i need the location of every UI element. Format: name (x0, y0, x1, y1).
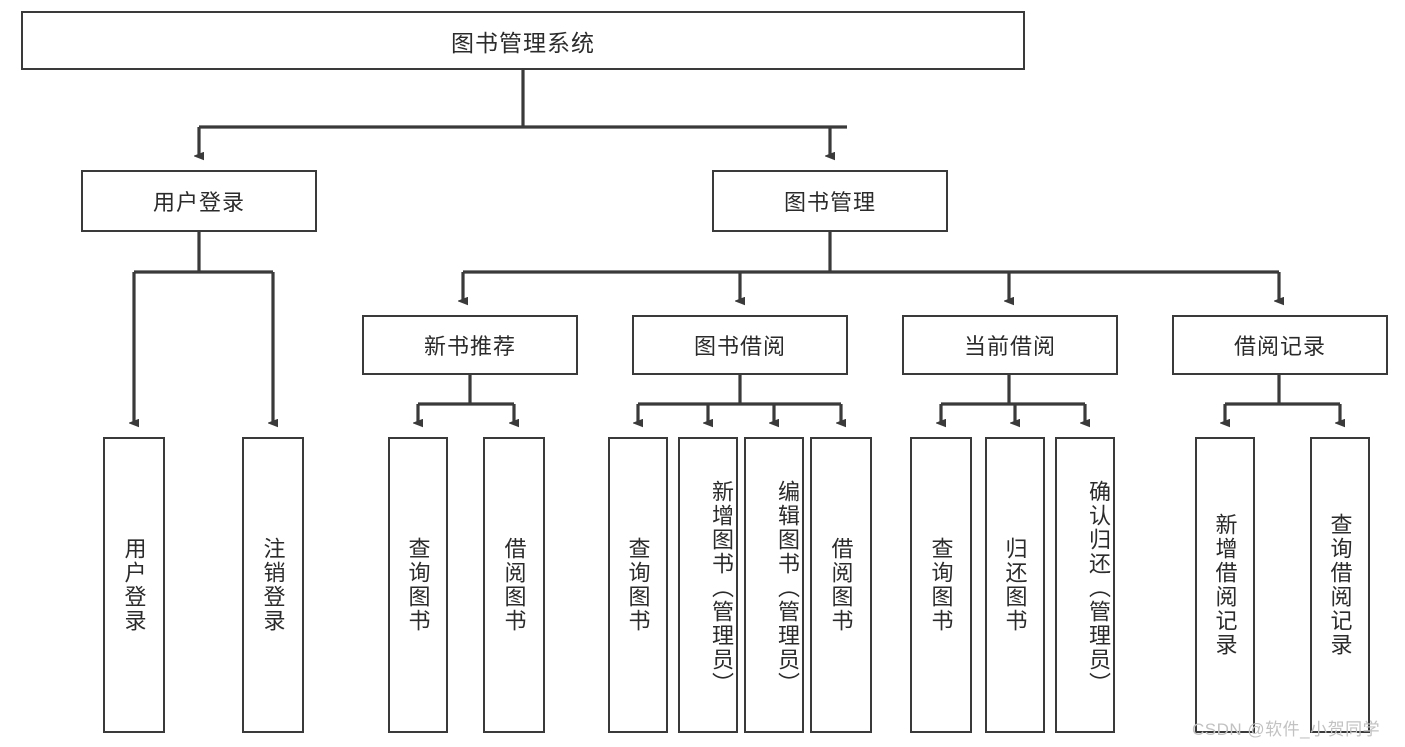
leaf-query-book-recommend-label: 查询图书 (405, 537, 431, 633)
leaf-user-login-label: 用户登录 (121, 537, 147, 633)
leaf-user-logout-label: 注销登录 (260, 537, 286, 633)
leaf-return-book: 归还图书 (985, 437, 1045, 733)
leaf-query-borrow-record-label: 查询借阅记录 (1327, 513, 1353, 657)
csdn-watermark: CSDN @软件_小贺同学 (1192, 720, 1381, 739)
leaf-query-book-label: 查询图书 (625, 537, 651, 633)
node-user-login: 用户登录 (81, 170, 317, 232)
leaf-query-book-recommend: 查询图书 (388, 437, 448, 733)
node-borrow-record-label: 借阅记录 (1233, 334, 1326, 359)
node-borrow-record: 借阅记录 (1172, 315, 1388, 375)
node-root-system: 图书管理系统 (21, 11, 1025, 70)
leaf-add-borrow-record-label: 新增借阅记录 (1212, 513, 1238, 657)
node-current-borrow: 当前借阅 (902, 315, 1118, 375)
node-book-borrow-label: 图书借阅 (693, 334, 786, 359)
leaf-edit-book-admin-label: 编辑图书（管理员） (775, 480, 800, 696)
leaf-borrow-book-label: 借阅图书 (828, 537, 854, 633)
leaf-query-borrow-record: 查询借阅记录 (1310, 437, 1370, 733)
leaf-query-book-current: 查询图书 (910, 437, 972, 733)
node-book-manage-label: 图书管理 (783, 190, 876, 215)
leaf-confirm-return-admin-label: 确认归还（管理员） (1086, 480, 1111, 696)
leaf-query-book-current-label: 查询图书 (928, 537, 954, 633)
leaf-borrow-book-recommend-label: 借阅图书 (501, 537, 527, 633)
leaf-query-book: 查询图书 (608, 437, 668, 733)
leaf-borrow-book-recommend: 借阅图书 (483, 437, 545, 733)
leaf-edit-book-admin: 编辑图书（管理员） (744, 437, 804, 733)
node-book-borrow: 图书借阅 (632, 315, 848, 375)
leaf-add-borrow-record: 新增借阅记录 (1195, 437, 1255, 733)
node-book-manage: 图书管理 (712, 170, 948, 232)
leaf-confirm-return-admin: 确认归还（管理员） (1055, 437, 1115, 733)
leaf-add-book-admin: 新增图书（管理员） (678, 437, 738, 733)
node-root-label: 图书管理系统 (451, 29, 595, 56)
node-new-book-recommend: 新书推荐 (362, 315, 578, 375)
leaf-user-logout: 注销登录 (242, 437, 304, 733)
node-new-book-recommend-label: 新书推荐 (423, 334, 516, 359)
node-user-login-label: 用户登录 (152, 190, 245, 215)
leaf-borrow-book: 借阅图书 (810, 437, 872, 733)
leaf-user-login: 用户登录 (103, 437, 165, 733)
leaf-add-book-admin-label: 新增图书（管理员） (709, 480, 734, 696)
node-current-borrow-label: 当前借阅 (963, 334, 1056, 359)
leaf-return-book-label: 归还图书 (1002, 537, 1028, 633)
